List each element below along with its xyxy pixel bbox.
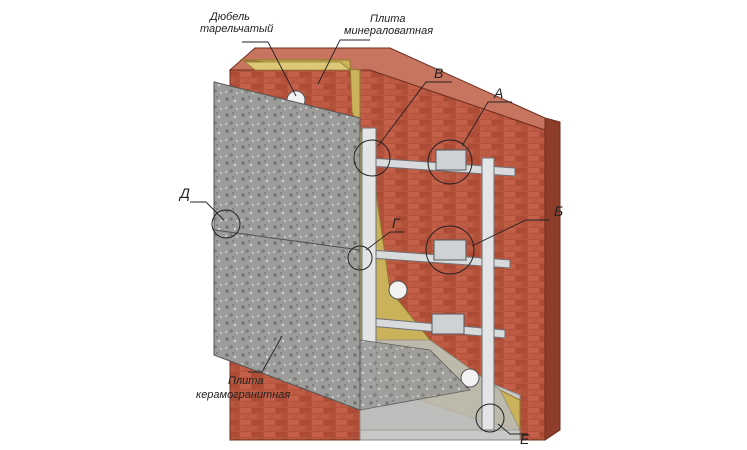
brick-wall-side (544, 117, 561, 441)
detail-circle-b (425, 225, 475, 275)
leader-d (190, 201, 225, 221)
bracket-a (435, 149, 467, 171)
bracket-c (431, 313, 465, 335)
label-letter-g: Г (392, 215, 401, 231)
label-dowel-line2: тарельчатый (200, 23, 273, 35)
mineral-wool-top (243, 61, 352, 71)
detail-circle-v (353, 139, 391, 177)
dowels (286, 90, 480, 388)
granite-slab-bottom-right (359, 339, 471, 411)
label-letter-d: Д (178, 185, 190, 201)
label-letter-e: Е (520, 431, 530, 447)
dowel-lower (460, 368, 480, 388)
bracket-b (433, 239, 467, 261)
label-ceramic-line1: Плита (228, 375, 263, 387)
leader-b (471, 219, 550, 247)
detail-circle-e (475, 403, 505, 433)
leader-dowel (242, 41, 297, 97)
leader-ceramic (248, 335, 283, 373)
label-ceramic-line2: керамогранитная (196, 389, 290, 401)
leader-lines (190, 39, 550, 435)
detail-circle-g (347, 245, 373, 271)
leader-e (497, 423, 528, 435)
leader-v (377, 81, 452, 147)
leader-a (461, 101, 512, 147)
detail-circle-d (211, 209, 241, 239)
label-letter-v: В (434, 65, 443, 81)
dowel-middle (388, 280, 408, 300)
label-mineral-line2: минераловатная (344, 25, 433, 37)
leader-mineral (317, 39, 370, 85)
label-mineral-line1: Плита (370, 13, 405, 25)
brackets (431, 149, 467, 335)
label-dowel-line1: Дюбель (208, 11, 250, 23)
label-letter-b: Б (554, 203, 563, 219)
profile-right (481, 157, 495, 431)
label-letter-a: А (493, 85, 503, 101)
detail-circles (211, 139, 505, 433)
leader-g (365, 231, 404, 251)
detail-circle-a (427, 139, 473, 185)
